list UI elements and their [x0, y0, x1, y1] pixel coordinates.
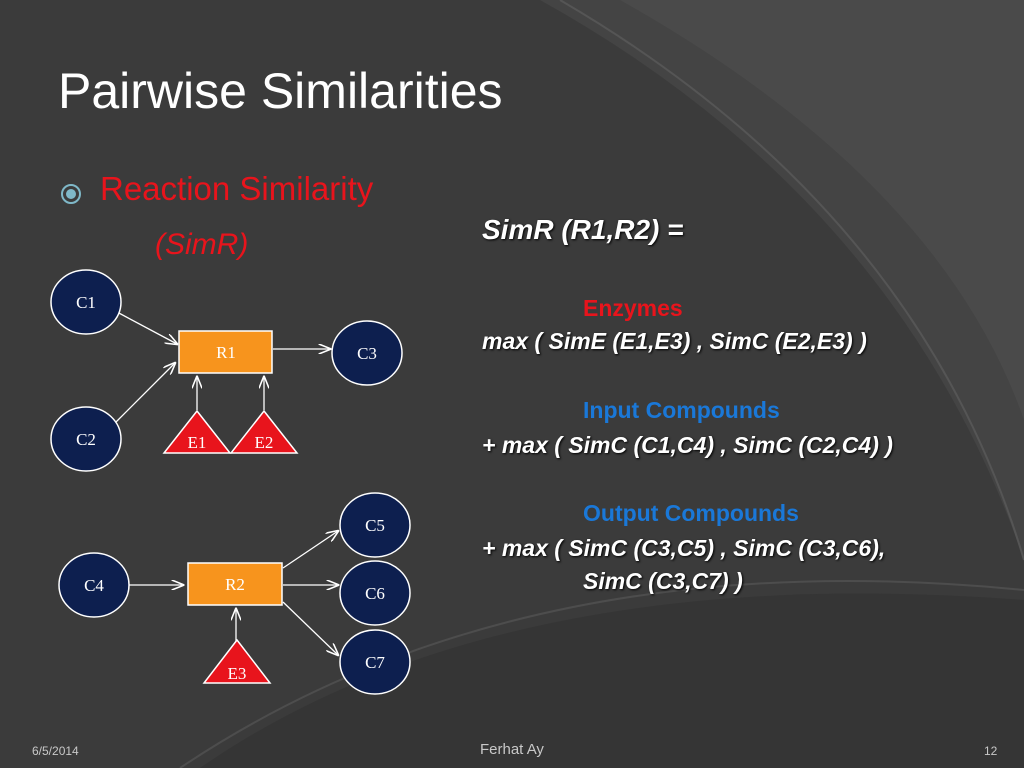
input-compounds-label: Input Compounds — [583, 397, 780, 423]
slide-title: Pairwise Similarities — [58, 63, 503, 119]
enzyme-label-e3: E3 — [228, 664, 247, 683]
compound-node-c1: C1 — [50, 269, 122, 335]
reaction-label-r2: R2 — [225, 575, 245, 594]
reaction-1: C1 C2 C3 R1 E1 E2 — [50, 269, 403, 472]
formula-title: SimR (R1,R2) = — [482, 214, 684, 245]
output-compounds-expression-line1: + max ( SimC (C3,C5) , SimC (C3,C6), — [482, 535, 886, 561]
enzyme-triangle-e1: E1 — [162, 409, 232, 454]
enzyme-label-e1: E1 — [188, 433, 207, 452]
bullet-simr: (SimR) — [155, 228, 249, 261]
input-compounds-expression: + max ( SimC (C1,C4) , SimC (C2,C4) ) — [482, 432, 893, 458]
compound-node-c3: C3 — [331, 320, 403, 386]
reaction-2: C4 C5 C6 C7 R2 E3 — [58, 492, 411, 695]
footer-date: 6/5/2014 — [32, 744, 79, 758]
compound-label-c2: C2 — [76, 430, 96, 449]
compound-label-c1: C1 — [76, 293, 96, 312]
bullet-reaction-similarity: Reaction Similarity — [100, 170, 374, 207]
compound-label-c5: C5 — [365, 516, 385, 535]
compound-label-c3: C3 — [357, 344, 377, 363]
compound-node-c7: C7 — [339, 629, 411, 695]
compound-node-c5: C5 — [339, 492, 411, 558]
enzymes-expression: max ( SimE (E1,E3) , SimC (E2,E3) ) — [482, 328, 867, 354]
compound-label-c6: C6 — [365, 584, 385, 603]
enzyme-triangle-e3: E3 — [202, 638, 272, 684]
enzyme-triangle-e2: E2 — [229, 409, 299, 454]
footer-page-number: 12 — [984, 744, 998, 758]
footer-author: Ferhat Ay — [480, 741, 544, 758]
bullet-icon — [61, 184, 81, 204]
compound-node-c6: C6 — [339, 560, 411, 626]
enzyme-label-e2: E2 — [255, 433, 274, 452]
reaction-box-r2: R2 — [187, 562, 283, 606]
reaction-box-r1: R1 — [178, 330, 273, 374]
output-compounds-expression-line2: SimC (C3,C7) ) — [583, 568, 743, 594]
output-compounds-label: Output Compounds — [583, 500, 799, 526]
enzymes-label: Enzymes — [583, 295, 683, 321]
compound-node-c2: C2 — [50, 406, 122, 472]
compound-node-c4: C4 — [58, 552, 130, 618]
reaction-label-r1: R1 — [216, 343, 236, 362]
compound-label-c4: C4 — [84, 576, 104, 595]
compound-label-c7: C7 — [365, 653, 385, 672]
